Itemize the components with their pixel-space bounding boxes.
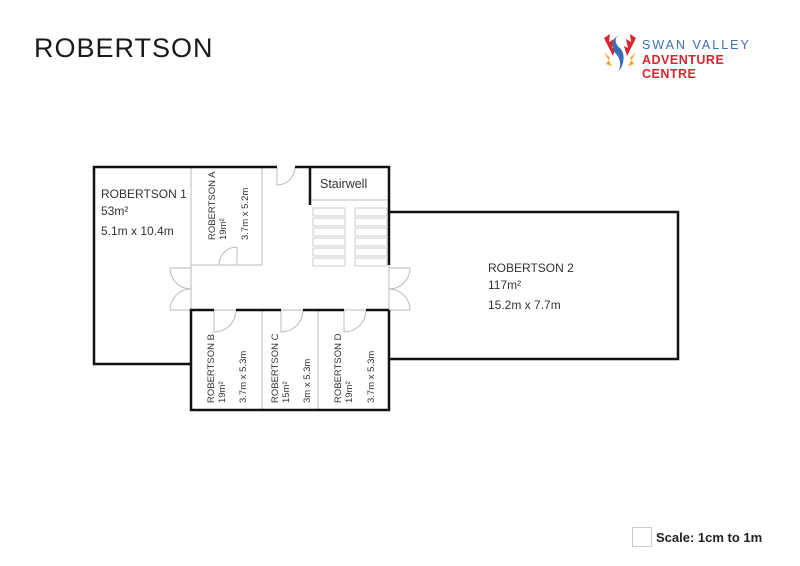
room-robertson-2: ROBERTSON 2 117m² 15.2m x 7.7m [488, 260, 574, 314]
room-robertson-d: ROBERTSON D 19m² [333, 333, 355, 403]
room-area: 19m² [217, 381, 228, 403]
room-name: ROBERTSON 1 [101, 187, 187, 201]
room-area: 117m² [488, 278, 522, 292]
room-robertson-1: ROBERTSON 1 53m² 5.1m x 10.4m [101, 186, 187, 240]
scale-text: Scale: 1cm to 1m [656, 529, 763, 545]
page-title: ROBERTSON [34, 33, 214, 63]
logo-line2: ADVENTURE CENTRE [642, 53, 725, 81]
room-dims: 15.2m x 7.7m [488, 298, 561, 312]
room-robertson-c: ROBERTSON C 15m² [270, 333, 292, 403]
room-name: ROBERTSON C [270, 333, 281, 403]
room-area: 19m² [218, 218, 229, 240]
room-area: 19m² [344, 381, 355, 403]
logo: SWAN VALLEY ADVENTURE CENTRE [600, 30, 780, 81]
room-area: 15m² [281, 381, 292, 403]
stairwell-label: Stairwell [320, 177, 368, 191]
logo-line1: SWAN VALLEY [642, 38, 751, 52]
swan-logo-icon [604, 34, 636, 72]
room-b-dims: 3.7m x 5.3m [238, 350, 249, 403]
room-dims: 5.1m x 10.4m [101, 224, 174, 238]
scale-square-icon [632, 527, 652, 547]
room-name: ROBERTSON 2 [488, 261, 574, 275]
room-robertson-b: ROBERTSON B 19m² [206, 334, 228, 403]
room-a-dims: 3.7m x 5.2m [240, 187, 251, 240]
scale-legend: Scale: 1cm to 1m [632, 527, 762, 547]
room-name: ROBERTSON D [333, 333, 344, 403]
room-d-dims: 3.7m x 5.3m [366, 350, 377, 403]
room-robertson-a: ROBERTSON A 19m² [207, 172, 229, 240]
room-name: ROBERTSON A [207, 171, 218, 240]
room-c-dims: 3m x 5.3m [302, 358, 313, 403]
room-name: ROBERTSON B [206, 334, 217, 403]
room-area: 53m² [101, 204, 129, 218]
